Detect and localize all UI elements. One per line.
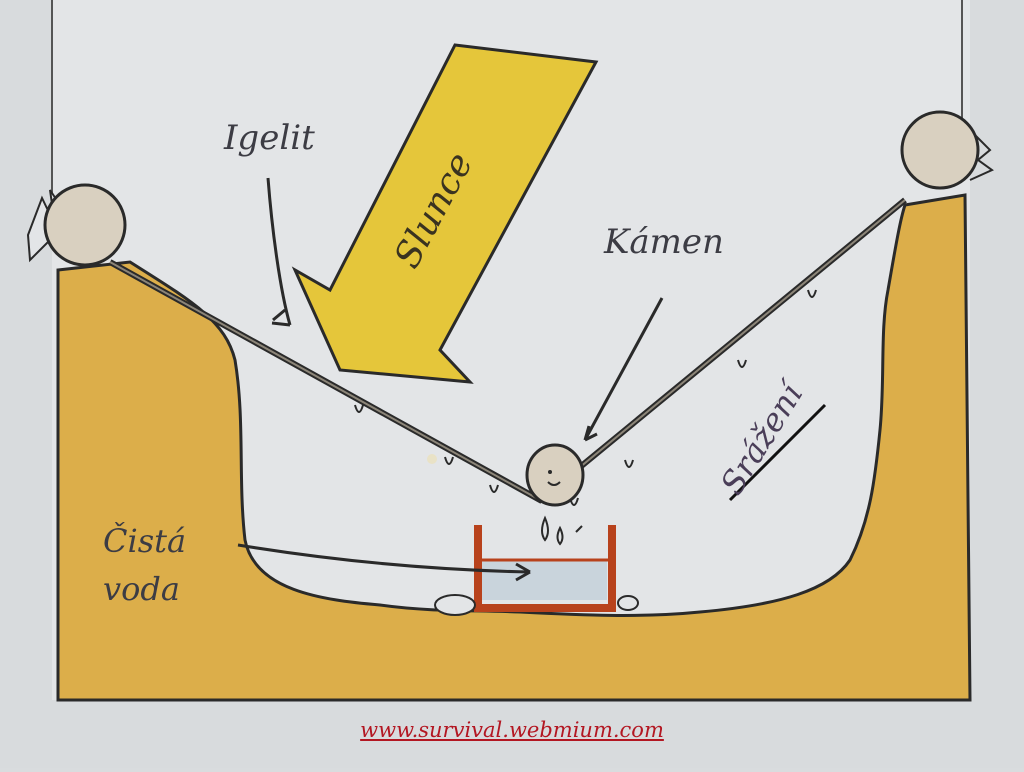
- sun-arrow-icon: [291, 43, 599, 384]
- label-cista: Čistá: [103, 522, 187, 560]
- soil-ground: [56, 193, 972, 702]
- condensation-drops: [354, 289, 817, 506]
- speck: [427, 454, 437, 464]
- label-kamen: Kámen: [604, 222, 724, 262]
- pointer-lines: [237, 177, 664, 582]
- falling-drips: [541, 515, 583, 546]
- label-voda: voda: [103, 570, 180, 608]
- left-anchor-stone-icon: [26, 183, 127, 267]
- container-icon: [434, 525, 639, 616]
- weight-stone-icon: [525, 443, 585, 507]
- website-link[interactable]: www.survival.webmium.com: [360, 718, 664, 742]
- label-igelit: Igelit: [224, 118, 315, 158]
- srazeni-underline: [728, 403, 827, 502]
- right-anchor-stone-icon: [900, 110, 994, 190]
